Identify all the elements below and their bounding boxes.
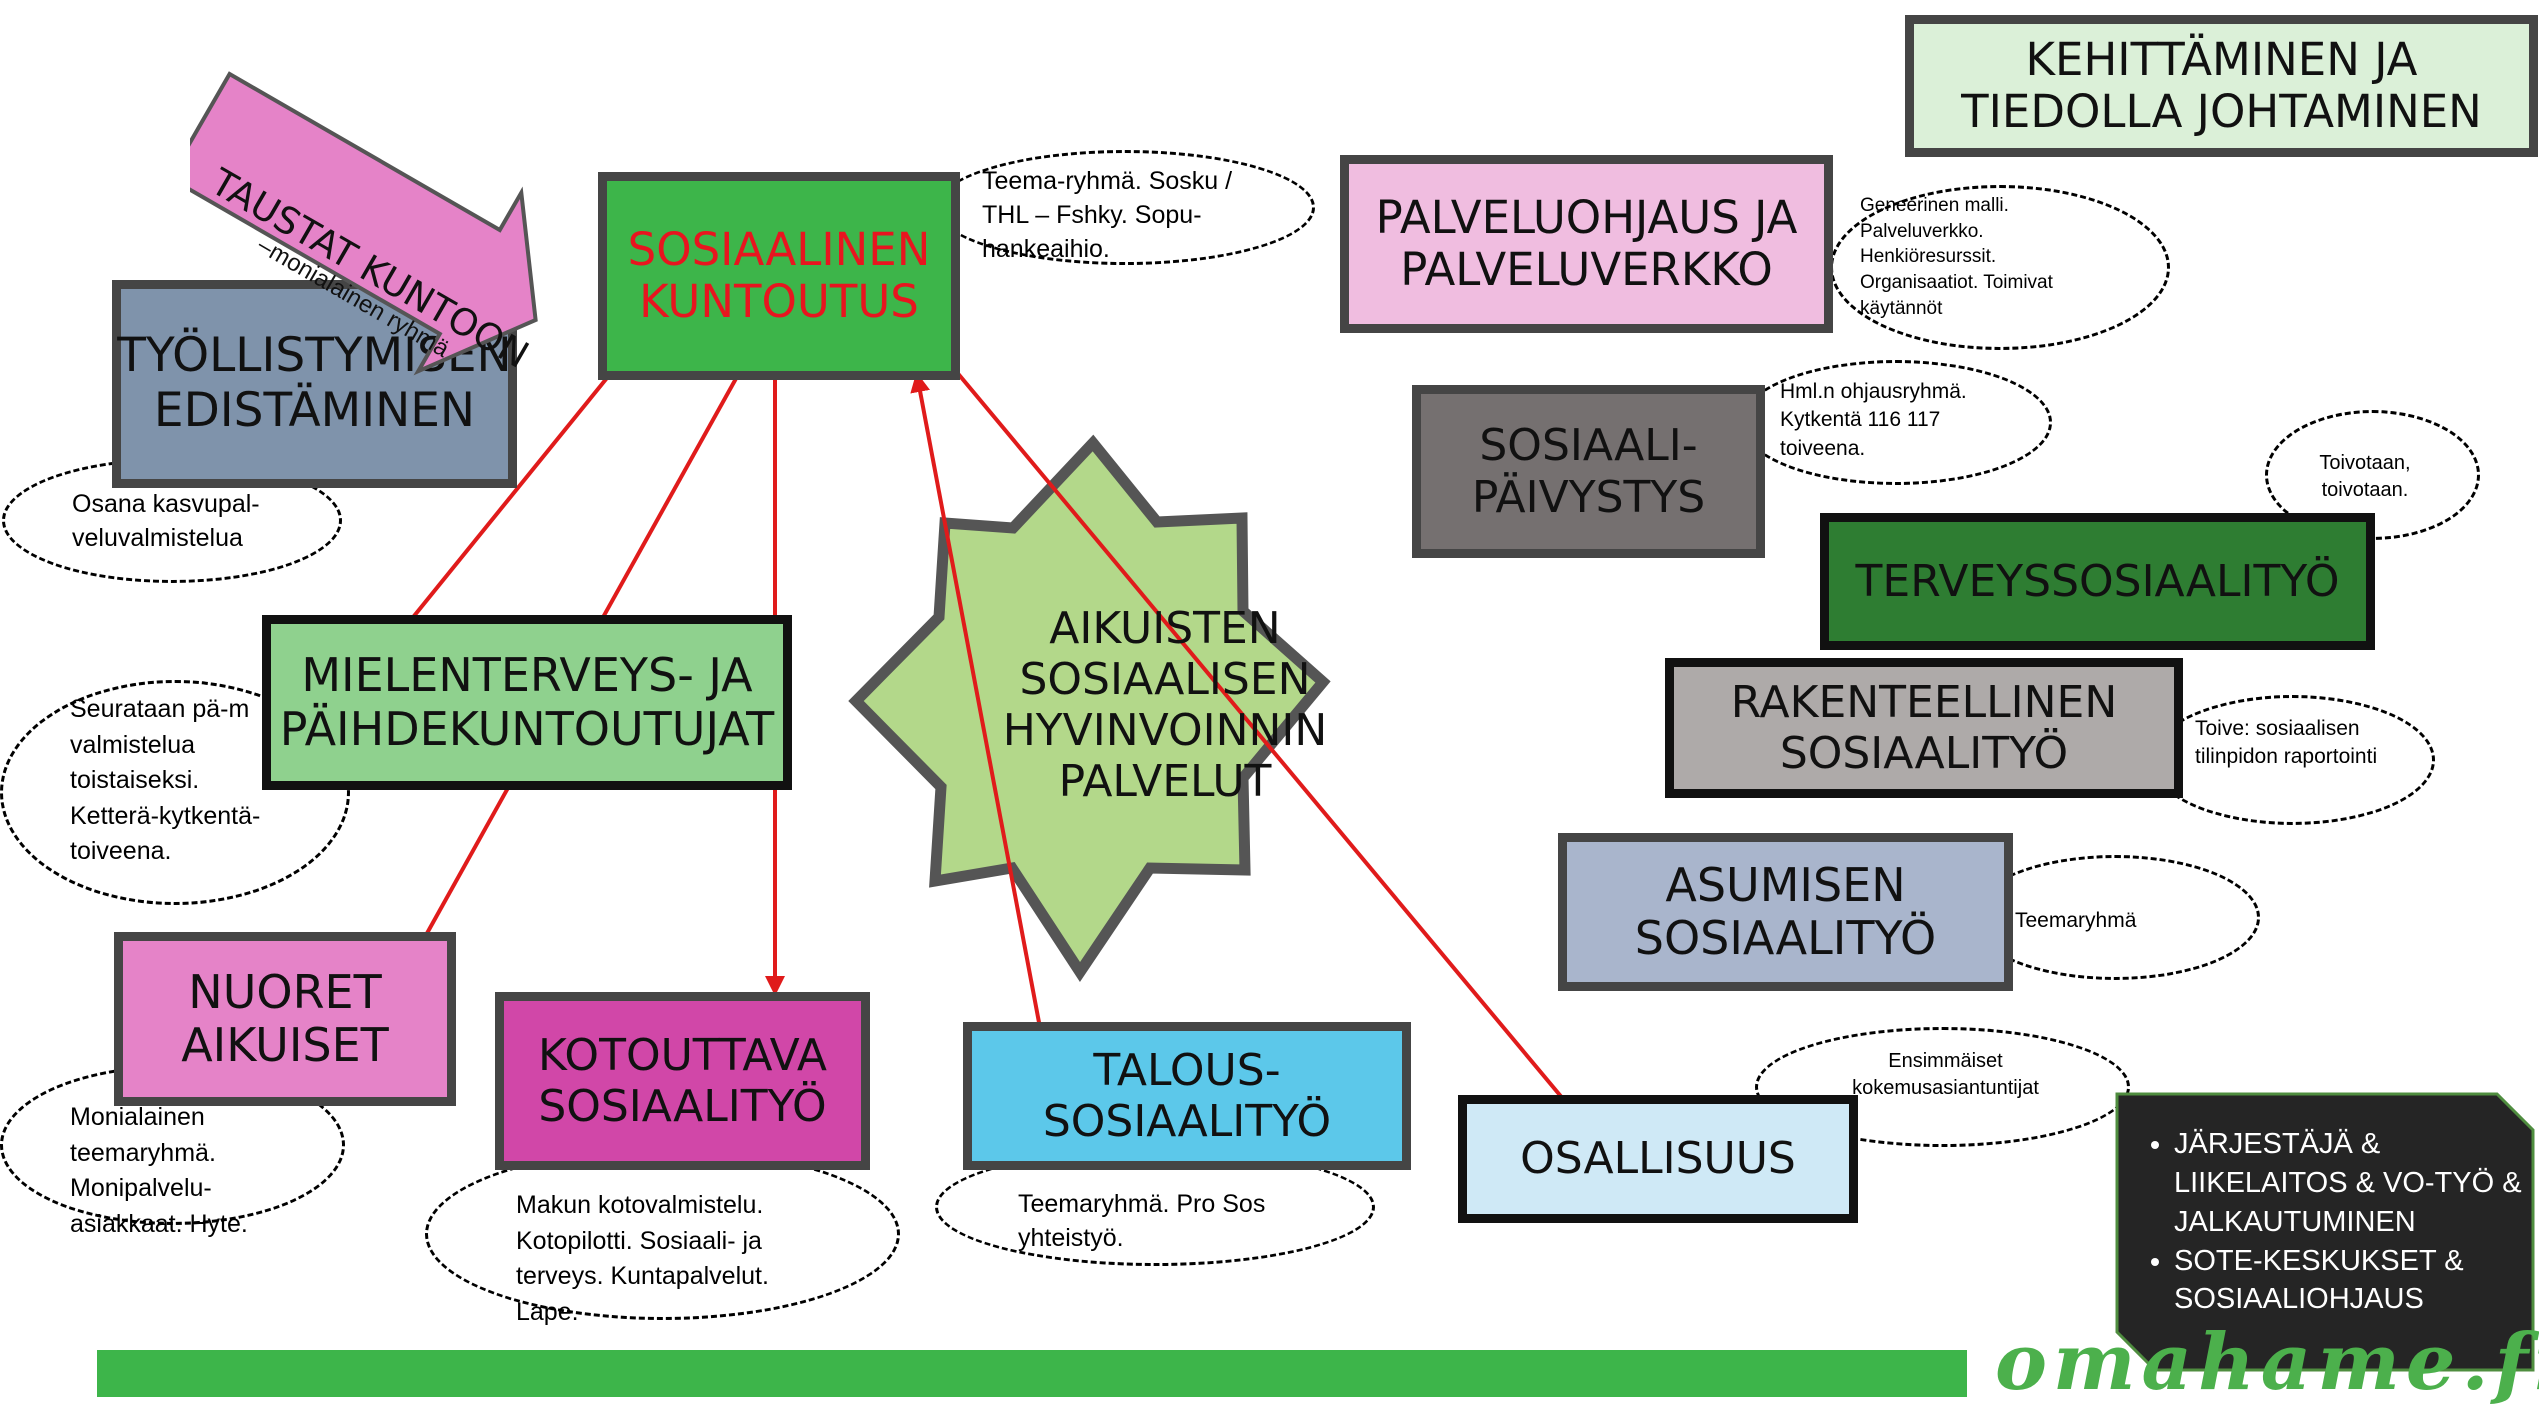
taustat-kuntoon-arrow — [190, 71, 538, 376]
note-tyollistymisen: Osana kasvupal-veluvalmistelua — [72, 490, 260, 552]
box-osallisuus: OSALLISUUS — [1458, 1095, 1858, 1223]
note-terveys: Toivotaan, toivotaan. — [2319, 452, 2411, 501]
dark-box-item-1: JÄRJESTÄJÄ & LIIKELAITOS & VO-TYÖ & JALK… — [2174, 1125, 2530, 1242]
note-kotouttava: Makun kotovalmistelu. Kotopilotti. Sosia… — [516, 1191, 769, 1326]
note-bubble-rakenteellinen — [2150, 695, 2435, 825]
box-talous-sosiaalityo: TALOUS-SOSIAALITYÖ — [963, 1022, 1411, 1170]
note-bubble-sosiaalinen-kuntoutus — [935, 150, 1315, 265]
note-bubble-paivystys — [1740, 360, 2052, 485]
note-nuoret: Monialainen teemaryhmä. Monipalvelu-asia… — [70, 1103, 248, 1238]
box-asumisen-sosiaalityo: ASUMISEN SOSIAALITYÖ — [1558, 833, 2013, 991]
note-osallisuus: Ensimmäiset kokemusasiantuntijat — [1852, 1050, 2039, 1099]
box-rakenteellinen-sosiaalityo: RAKENTEELLINEN SOSIAALITYÖ — [1665, 658, 2183, 798]
center-label: AIKUISTEN SOSIAALISEN HYVINVOINNIN PALVE… — [1002, 602, 1328, 808]
dark-box-shape — [2115, 1092, 2535, 1372]
dark-box-item-2: SOTE-KESKUKSET & SOSIAALIOHJAUS — [2174, 1242, 2530, 1320]
box-mielenterveys-paihdekuntoutujat: MIELENTERVEYS- JA PÄIHDEKUNTOUTUJAT — [262, 615, 792, 790]
box-terveyssosiaalityo: TERVEYSSOSIAALITYÖ — [1820, 513, 2375, 650]
box-sosiaalipaivystys: SOSIAALI-PÄIVYSTYS — [1412, 385, 1765, 558]
note-asumisen: Teemaryhmä — [2015, 909, 2137, 932]
box-nuoret-aikuiset: NUORET AIKUISET — [114, 932, 456, 1106]
note-paivystys: Hml.n ohjausryhmä. Kytkentä 116 117 toiv… — [1780, 380, 1967, 460]
note-sosiaalinen-kuntoutus: Teema-ryhmä. Sosku / THL – Fshky. Sopu-h… — [982, 167, 1233, 263]
note-rakenteellinen: Toive: sosiaalisen tilinpidon raportoint… — [2195, 717, 2378, 769]
note-bubble-kotouttava — [425, 1148, 900, 1320]
arrow-to-osallisuus — [928, 337, 1586, 1127]
omahame-logo[interactable]: omahame.fi — [1995, 1317, 2539, 1408]
note-bubble-palveluohjaus — [1830, 185, 2170, 350]
dark-box-list: JÄRJESTÄJÄ & LIIKELAITOS & VO-TYÖ & JALK… — [2130, 1125, 2530, 1319]
footer-green-bar — [97, 1350, 1967, 1397]
note-bubble-asumisen — [1970, 855, 2260, 980]
box-kehittaminen-tiedolla-johtaminen: KEHITTÄMINEN JA TIEDOLLA JOHTAMINEN — [1905, 15, 2538, 157]
note-palveluohjaus: Geneerinen malli. Palveluverkko. Henkiör… — [1860, 195, 2053, 319]
box-palveluohjaus-palveluverkko: PALVELUOHJAUS JA PALVELUVERKKO — [1340, 155, 1833, 333]
note-mielenterveys: Seurataan pä-m valmistelua toistaiseksi.… — [70, 695, 261, 865]
box-kotouttava-sosiaalityo: KOTOUTTAVA SOSIAALITYÖ — [495, 992, 870, 1170]
note-talous: Teemaryhmä. Pro Sos yhteistyö. — [1018, 1190, 1266, 1252]
box-sosiaalinen-kuntoutus: SOSIAALINEN KUNTOUTUS — [598, 172, 960, 380]
